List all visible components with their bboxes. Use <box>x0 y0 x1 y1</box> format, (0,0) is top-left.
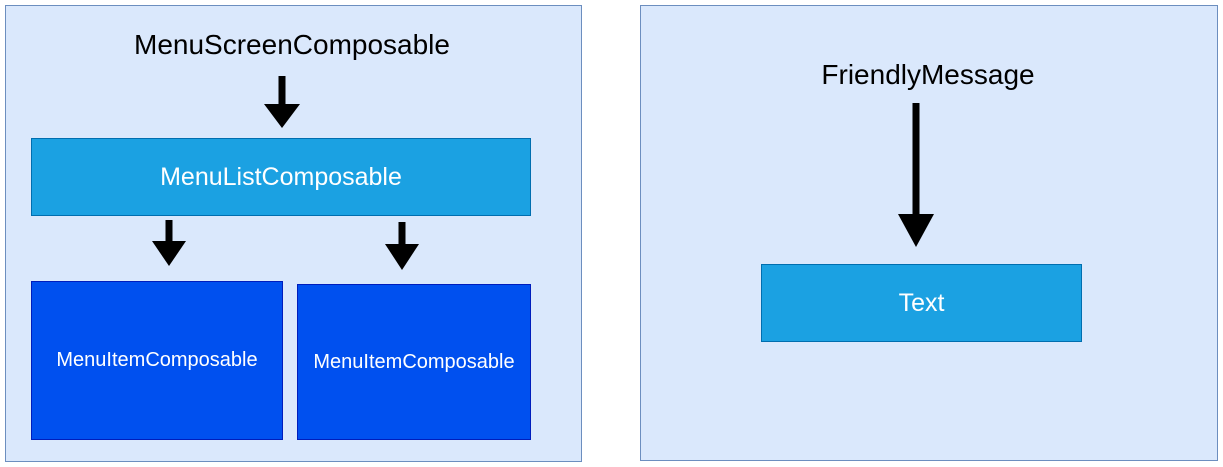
friendly-message-label: FriendlyMessage <box>821 59 1035 90</box>
menu-screen-composable-label: MenuScreenComposable <box>134 29 450 60</box>
menu-item-composable-label-2: MenuItemComposable <box>313 350 515 373</box>
menu-item-composable-label-1: MenuItemComposable <box>56 349 258 371</box>
menu-item-composable-box-1: MenuItemComposable <box>31 281 283 440</box>
menu-item-composable-box-2: MenuItemComposable <box>297 284 531 440</box>
menu-list-composable-box: MenuListComposable <box>31 138 531 216</box>
text-box: Text <box>761 264 1082 342</box>
menu-list-composable-label: MenuListComposable <box>160 162 402 191</box>
text-box-label: Text <box>898 288 945 317</box>
